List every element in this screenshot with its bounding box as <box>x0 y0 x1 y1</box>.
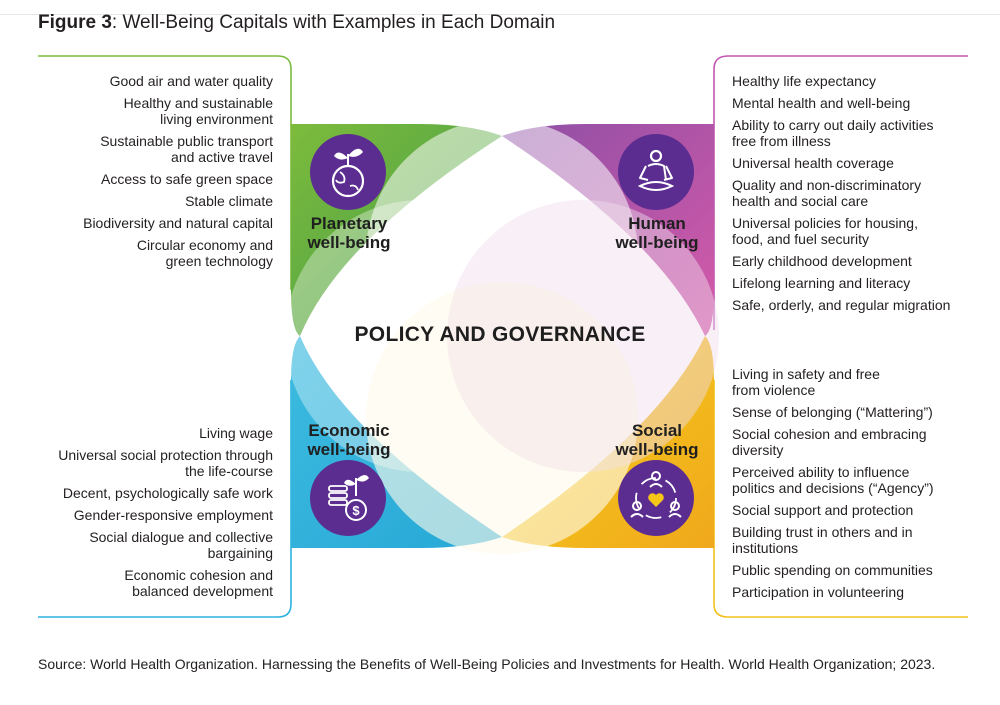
planetary-label: Planetary well-being <box>307 214 391 252</box>
venn-circle-right <box>447 200 719 472</box>
list-item: Perceived ability to influence politics … <box>732 464 934 496</box>
planetary-bracket <box>38 55 292 290</box>
globe-plant-icon <box>310 134 386 210</box>
figure-label: Figure 3 <box>38 12 112 33</box>
list-item: Early childhood development <box>732 253 912 269</box>
list-item: Good air and water quality <box>109 73 273 89</box>
human-items: Healthy life expectancy Mental health an… <box>732 73 994 319</box>
list-item: Decent, psychologically safe work <box>62 485 273 501</box>
list-item: Economic cohesion and balanced developme… <box>124 567 273 599</box>
list-item: Living wage <box>199 425 273 441</box>
list-item: Living in safety and free from violence <box>732 366 880 398</box>
venn-circle-bottom-tint <box>366 282 638 554</box>
svg-text:$: $ <box>352 503 360 518</box>
economic-items: Living wage Universal social protection … <box>11 425 273 605</box>
list-item: Social cohesion and embracing diversity <box>732 426 927 458</box>
list-item: Building trust in others and in institut… <box>732 524 913 556</box>
figure-title: Figure 3: Well-Being Capitals with Examp… <box>38 10 555 36</box>
list-item: Social support and protection <box>732 502 914 518</box>
list-item: Participation in volunteering <box>732 584 904 600</box>
list-item: Quality and non-discriminatory health an… <box>732 177 922 209</box>
human-bracket <box>713 55 968 330</box>
list-item: Gender-responsive employment <box>73 507 273 523</box>
list-item: Biodiversity and natural capital <box>83 215 273 231</box>
figure-title-text: : Well-Being Capitals with Examples in E… <box>111 12 556 33</box>
list-item: Mental health and well-being <box>732 95 911 111</box>
list-item: Universal social protection through the … <box>58 447 273 479</box>
coins-growth-icon: $ <box>310 460 386 536</box>
list-item: Universal policies for housing, food, an… <box>732 215 918 247</box>
list-item: Healthy life expectancy <box>732 73 876 89</box>
economic-label: Economic well-being <box>307 421 391 459</box>
venn-circle-left <box>285 200 557 472</box>
list-item: Access to safe green space <box>101 171 273 187</box>
economic-bracket <box>38 380 292 618</box>
list-item: Lifelong learning and literacy <box>732 275 911 291</box>
list-item: Stable climate <box>185 193 273 209</box>
center-label: POLICY AND GOVERNANCE <box>354 323 646 346</box>
list-item: Healthy and sustainable living environme… <box>123 95 273 127</box>
list-item: Public spending on communities <box>732 562 933 578</box>
list-item: Sense of belonging (“Mattering”) <box>732 404 933 420</box>
list-item: Universal health coverage <box>732 155 894 171</box>
list-item: Social dialogue and collective bargainin… <box>89 529 273 561</box>
community-heart-icon <box>618 460 694 536</box>
list-item: Circular economy and green technology <box>136 237 273 269</box>
list-item: Safe, orderly, and regular migration <box>732 297 951 313</box>
social-label: Social well-being <box>615 421 699 459</box>
top-rule <box>0 14 1000 15</box>
list-item: Sustainable public transport and active … <box>100 133 273 165</box>
social-items: Living in safety and free from violence … <box>732 366 994 606</box>
meditation-person-icon <box>618 134 694 210</box>
list-item: Ability to carry out daily activities fr… <box>732 117 934 149</box>
source-citation: Source: World Health Organization. Harne… <box>38 656 936 672</box>
social-bracket <box>713 380 968 618</box>
venn-circle-right-tint <box>447 200 719 472</box>
venn-circle-bottom <box>366 282 638 554</box>
planetary-items: Good air and water quality Healthy and s… <box>13 73 273 275</box>
human-label: Human well-being <box>615 214 699 252</box>
